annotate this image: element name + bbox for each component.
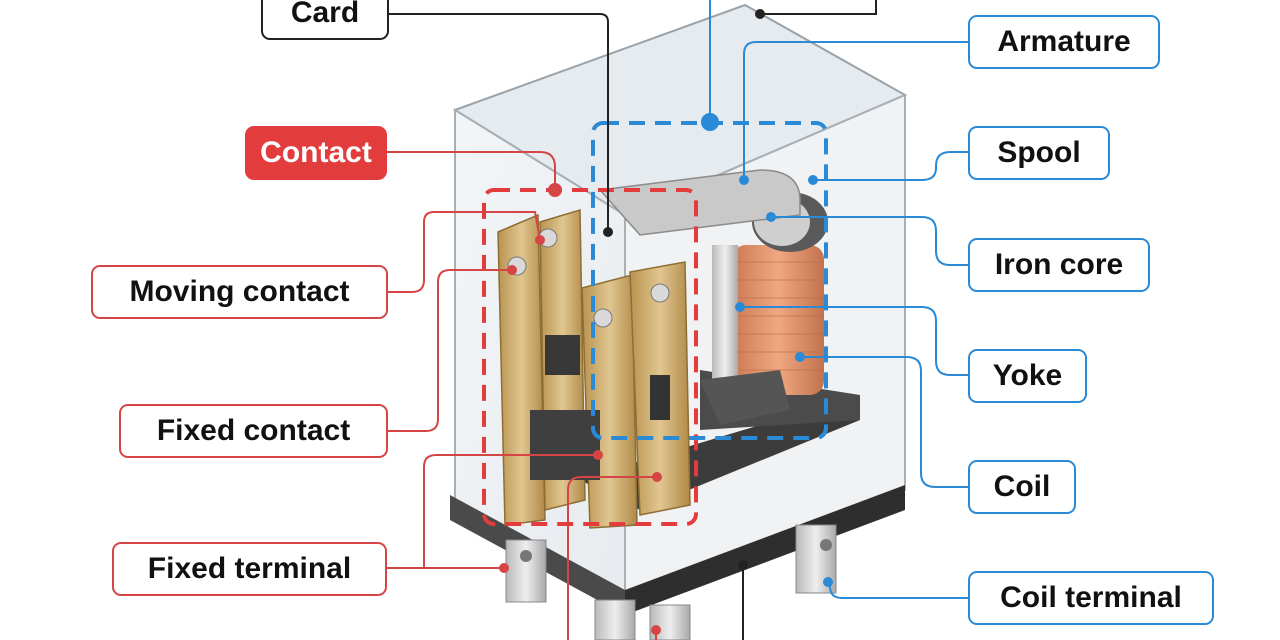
base-marker [738, 560, 748, 570]
neutral-leaders [388, 0, 877, 640]
electromagnet-markers [701, 113, 833, 587]
electromagnet-leaders [709, 0, 970, 599]
armature-label: Armature [968, 15, 1160, 69]
spool-label: Spool [968, 126, 1110, 180]
case-marker [755, 9, 765, 19]
contact-leaders [386, 151, 657, 640]
yoke-label: Yoke [968, 349, 1087, 403]
coil-label: Coil [968, 460, 1076, 514]
contact-group-outline [482, 188, 698, 526]
fixed-contact-label: Fixed contact [119, 404, 388, 458]
fixed-terminal-label: Fixed terminal [112, 542, 387, 596]
contact-springs [497, 208, 691, 529]
moving-contact-label: Moving contact [91, 265, 388, 319]
coil-terminal-label: Coil terminal [968, 571, 1214, 625]
card-label: Card [261, 0, 389, 40]
iron-core-label: Iron core [968, 238, 1150, 292]
contact-label: Contact [245, 126, 387, 180]
terminals [505, 524, 837, 640]
contact-markers [499, 183, 662, 635]
card-marker [603, 227, 613, 237]
